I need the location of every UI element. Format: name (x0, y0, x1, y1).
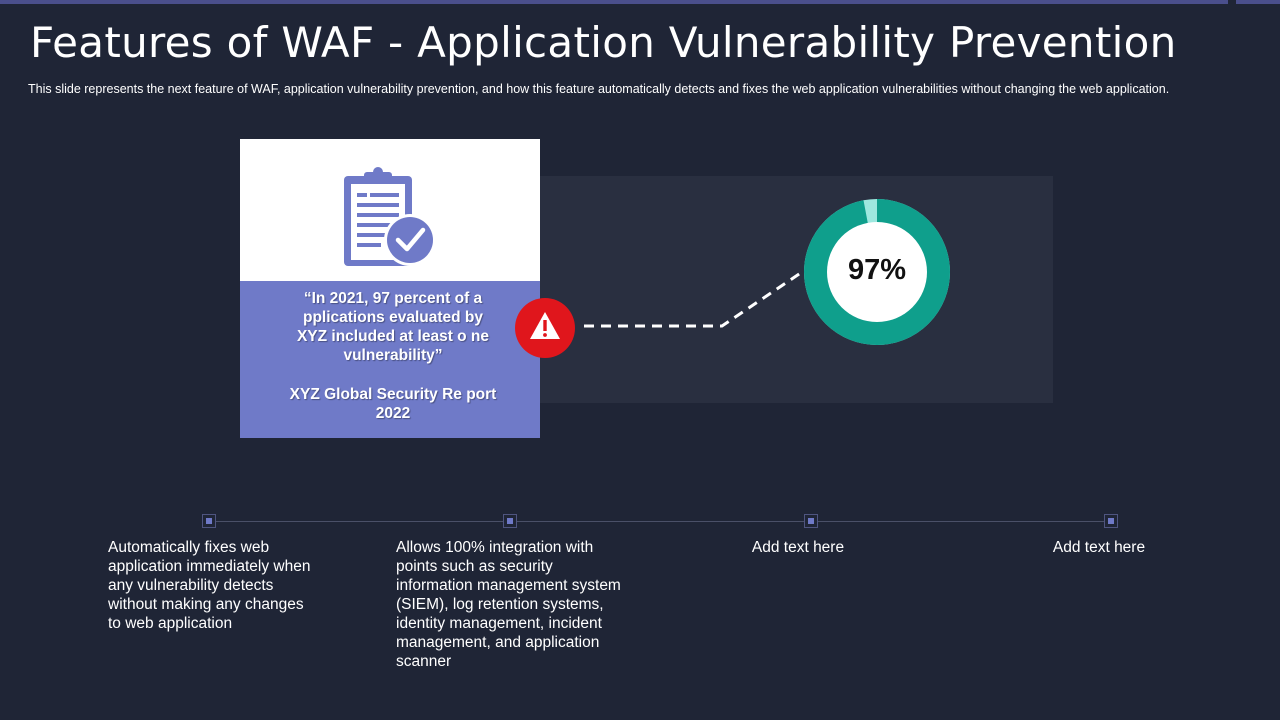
statistic-quote: “In 2021, 97 percent of a pplications ev… (296, 290, 490, 364)
clipboard-check-icon (344, 167, 436, 266)
timeline-line (210, 521, 1111, 522)
feature-text-2: Allows 100% integration with points such… (396, 539, 621, 670)
top-accent-bar-right (1236, 0, 1280, 4)
feature-text-4: Add text here (1052, 539, 1146, 556)
donut-percentage-label: 97% (847, 254, 907, 286)
timeline-node-3 (804, 514, 818, 528)
feature-text-1: Automatically fixes web application imme… (108, 539, 311, 632)
top-accent-bar (0, 0, 1228, 4)
quote-card-body (240, 281, 540, 438)
warning-triangle-icon (515, 298, 575, 358)
donut-value-arc (804, 199, 950, 345)
percentage-donut-chart (804, 199, 950, 345)
page-subtitle: This slide represents the next feature o… (28, 82, 1170, 96)
timeline-node-4 (1104, 514, 1118, 528)
page-title: Features of WAF - Application Vulnerabil… (30, 18, 1177, 67)
timeline-node-1 (202, 514, 216, 528)
feature-text-3: Add text here (751, 539, 845, 556)
quote-source: XYZ Global Security Re port 2022 (289, 386, 497, 422)
timeline-node-2 (503, 514, 517, 528)
